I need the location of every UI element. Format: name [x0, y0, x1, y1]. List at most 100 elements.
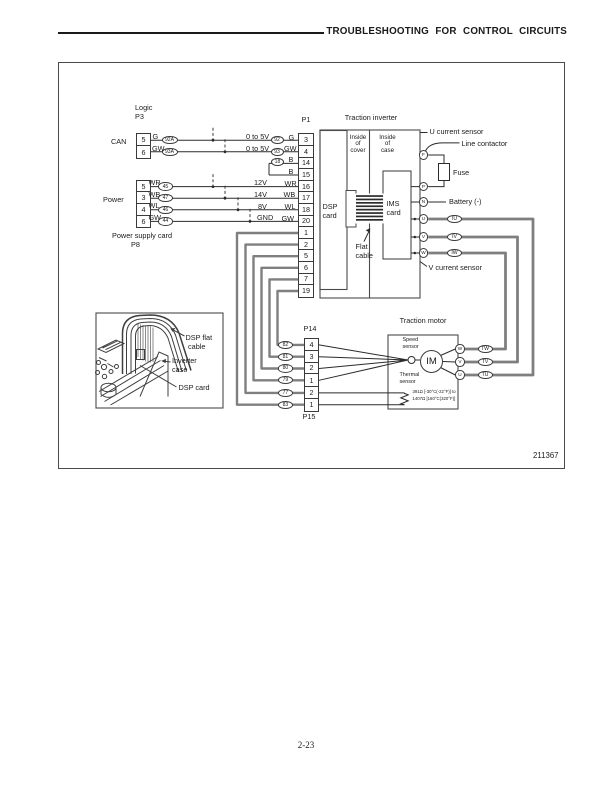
v-current-sensor-label: V current sensor [428, 262, 483, 272]
inset-dsp-flat-cable-label: cable [188, 341, 206, 351]
p15-label: P15 [302, 412, 316, 421]
terminal-v: V [418, 232, 429, 242]
wire-oval: 18 [271, 157, 284, 167]
wire-oval: 93A [161, 147, 178, 156]
inside-cover-label: Inside [349, 133, 367, 141]
junction-dots [211, 138, 252, 223]
p15-pin: 2 [305, 387, 318, 399]
inset-dsp-flat-cable-label: DSP flat [185, 332, 213, 342]
wire-name: B [288, 166, 294, 176]
can-pin: 5 [137, 134, 150, 147]
line-contactor-label: Line contactor [461, 138, 508, 148]
wire-name: WR [148, 178, 161, 187]
wire-name: GW [152, 143, 165, 153]
ims-card-label: IMS [386, 198, 400, 208]
wire-oval: 77 [277, 388, 294, 398]
wire-oval: 92A [161, 136, 178, 145]
wire-oval: 80 [277, 364, 294, 373]
flat-cable-label: cable [355, 250, 373, 260]
motor-internals [318, 344, 456, 406]
wire-name: GW [148, 212, 162, 222]
wire-name: WB [283, 190, 296, 200]
wire-oval: 45 [158, 182, 173, 191]
speed-sensor-label: sensor [402, 343, 419, 350]
p14-pin: 3 [305, 351, 318, 363]
speed-sensor-label: Speed [402, 337, 419, 343]
p1-pin: 18 [299, 204, 313, 216]
wire-oval: IU [447, 214, 462, 224]
p1-pin: 1 [299, 227, 313, 239]
p1-pin: 5 [299, 250, 313, 262]
motor-terminal-w: W [455, 344, 465, 354]
power-supply-card-label: Power supply card [112, 230, 173, 240]
ims-card-label: card [386, 207, 401, 217]
power-pin: 4 [137, 204, 150, 216]
wire-name: WL [148, 201, 160, 211]
p1-pin: 15 [299, 169, 313, 181]
power-pin: 3 [137, 192, 150, 204]
dsp-card-label: card [322, 210, 337, 220]
can-pin: 6 [141, 147, 146, 157]
figure-number: 211367 [533, 450, 559, 460]
inset-inverter-case-label: Inverter [172, 355, 197, 365]
wire-oval: IW [447, 248, 462, 258]
inside-cover-label: of [355, 140, 361, 148]
wire-name: GW [284, 144, 297, 154]
p14-connector: 4 3 2 1 [304, 338, 319, 388]
terminal-p: P [418, 181, 429, 192]
p1-pin: 2 [299, 239, 313, 251]
p1-pin: 7 [299, 274, 313, 286]
wire-name: WL [284, 202, 296, 211]
u-current-sensor-label: U current sensor [429, 127, 484, 137]
thermal-sensor-label: sensor [399, 378, 416, 385]
wire-oval: 82 [277, 340, 294, 350]
fuse-label: Fuse [453, 167, 470, 177]
wire-voltage: GND [257, 213, 274, 223]
p1-pin: 4 [299, 146, 313, 158]
wire-name: WB [148, 189, 161, 199]
terminal-w: W [418, 248, 429, 258]
wire-voltage: 0 to 5V [246, 144, 270, 153]
inset-illustration [95, 314, 192, 406]
can-connector: 5 6 [136, 133, 151, 160]
wire-oval: IV [447, 232, 462, 242]
p1-pin: 20 [299, 216, 313, 228]
p3-label: P3 [135, 111, 144, 121]
wire-name: G [152, 132, 159, 141]
wire-voltage: 12V [254, 178, 267, 188]
inside-case-label: of [384, 140, 391, 148]
p15-connector: 2 1 [304, 386, 319, 412]
wire-oval: 83 [277, 400, 294, 409]
wire-oval: 46 [158, 205, 173, 214]
inset-dsp-card-label: DSP card [178, 382, 210, 392]
wire-oval: 93 [270, 147, 284, 156]
inset-inverter-case-label: case [172, 364, 188, 374]
thermal-sensor-label: Thermal [399, 372, 420, 378]
terminal-u: U [418, 214, 429, 224]
thermal-range-value: 391Ω [-30°C(-22°F)] to [412, 389, 456, 394]
motor-terminal-v: V [455, 357, 465, 367]
wire-name: B [288, 155, 294, 165]
p14-pin: 4 [305, 339, 318, 351]
p1-connector: 3 4 14 15 16 17 18 20 1 2 5 6 7 19 [298, 133, 314, 298]
inside-cover-label: cover [350, 146, 366, 154]
header-rule [58, 31, 324, 34]
inside-case-label: case [380, 146, 395, 154]
p1-pin: 16 [299, 181, 313, 193]
power-label: Power [103, 194, 124, 204]
flat-cable-label: Flat [355, 242, 368, 251]
inside-case-label: Inside [379, 133, 396, 141]
diagram-frame [58, 62, 565, 469]
wire-name: G [288, 132, 295, 142]
page-header-title: TROUBLESHOOTING FOR CONTROL CIRCUITS [326, 25, 567, 37]
flat-cable-ribbon [345, 190, 384, 228]
motor-terminal-u: U [455, 370, 465, 380]
p1-pin: 6 [299, 262, 313, 274]
wire-oval: TV [477, 357, 493, 367]
wire-name: WR [284, 178, 297, 188]
wire-name: GW [281, 213, 295, 223]
wire-voltage: 14V [254, 190, 267, 199]
wire-voltage: 0 to 5V [246, 132, 270, 142]
p14-pin: 1 [309, 375, 314, 385]
p1-pin: 3 [299, 134, 313, 146]
